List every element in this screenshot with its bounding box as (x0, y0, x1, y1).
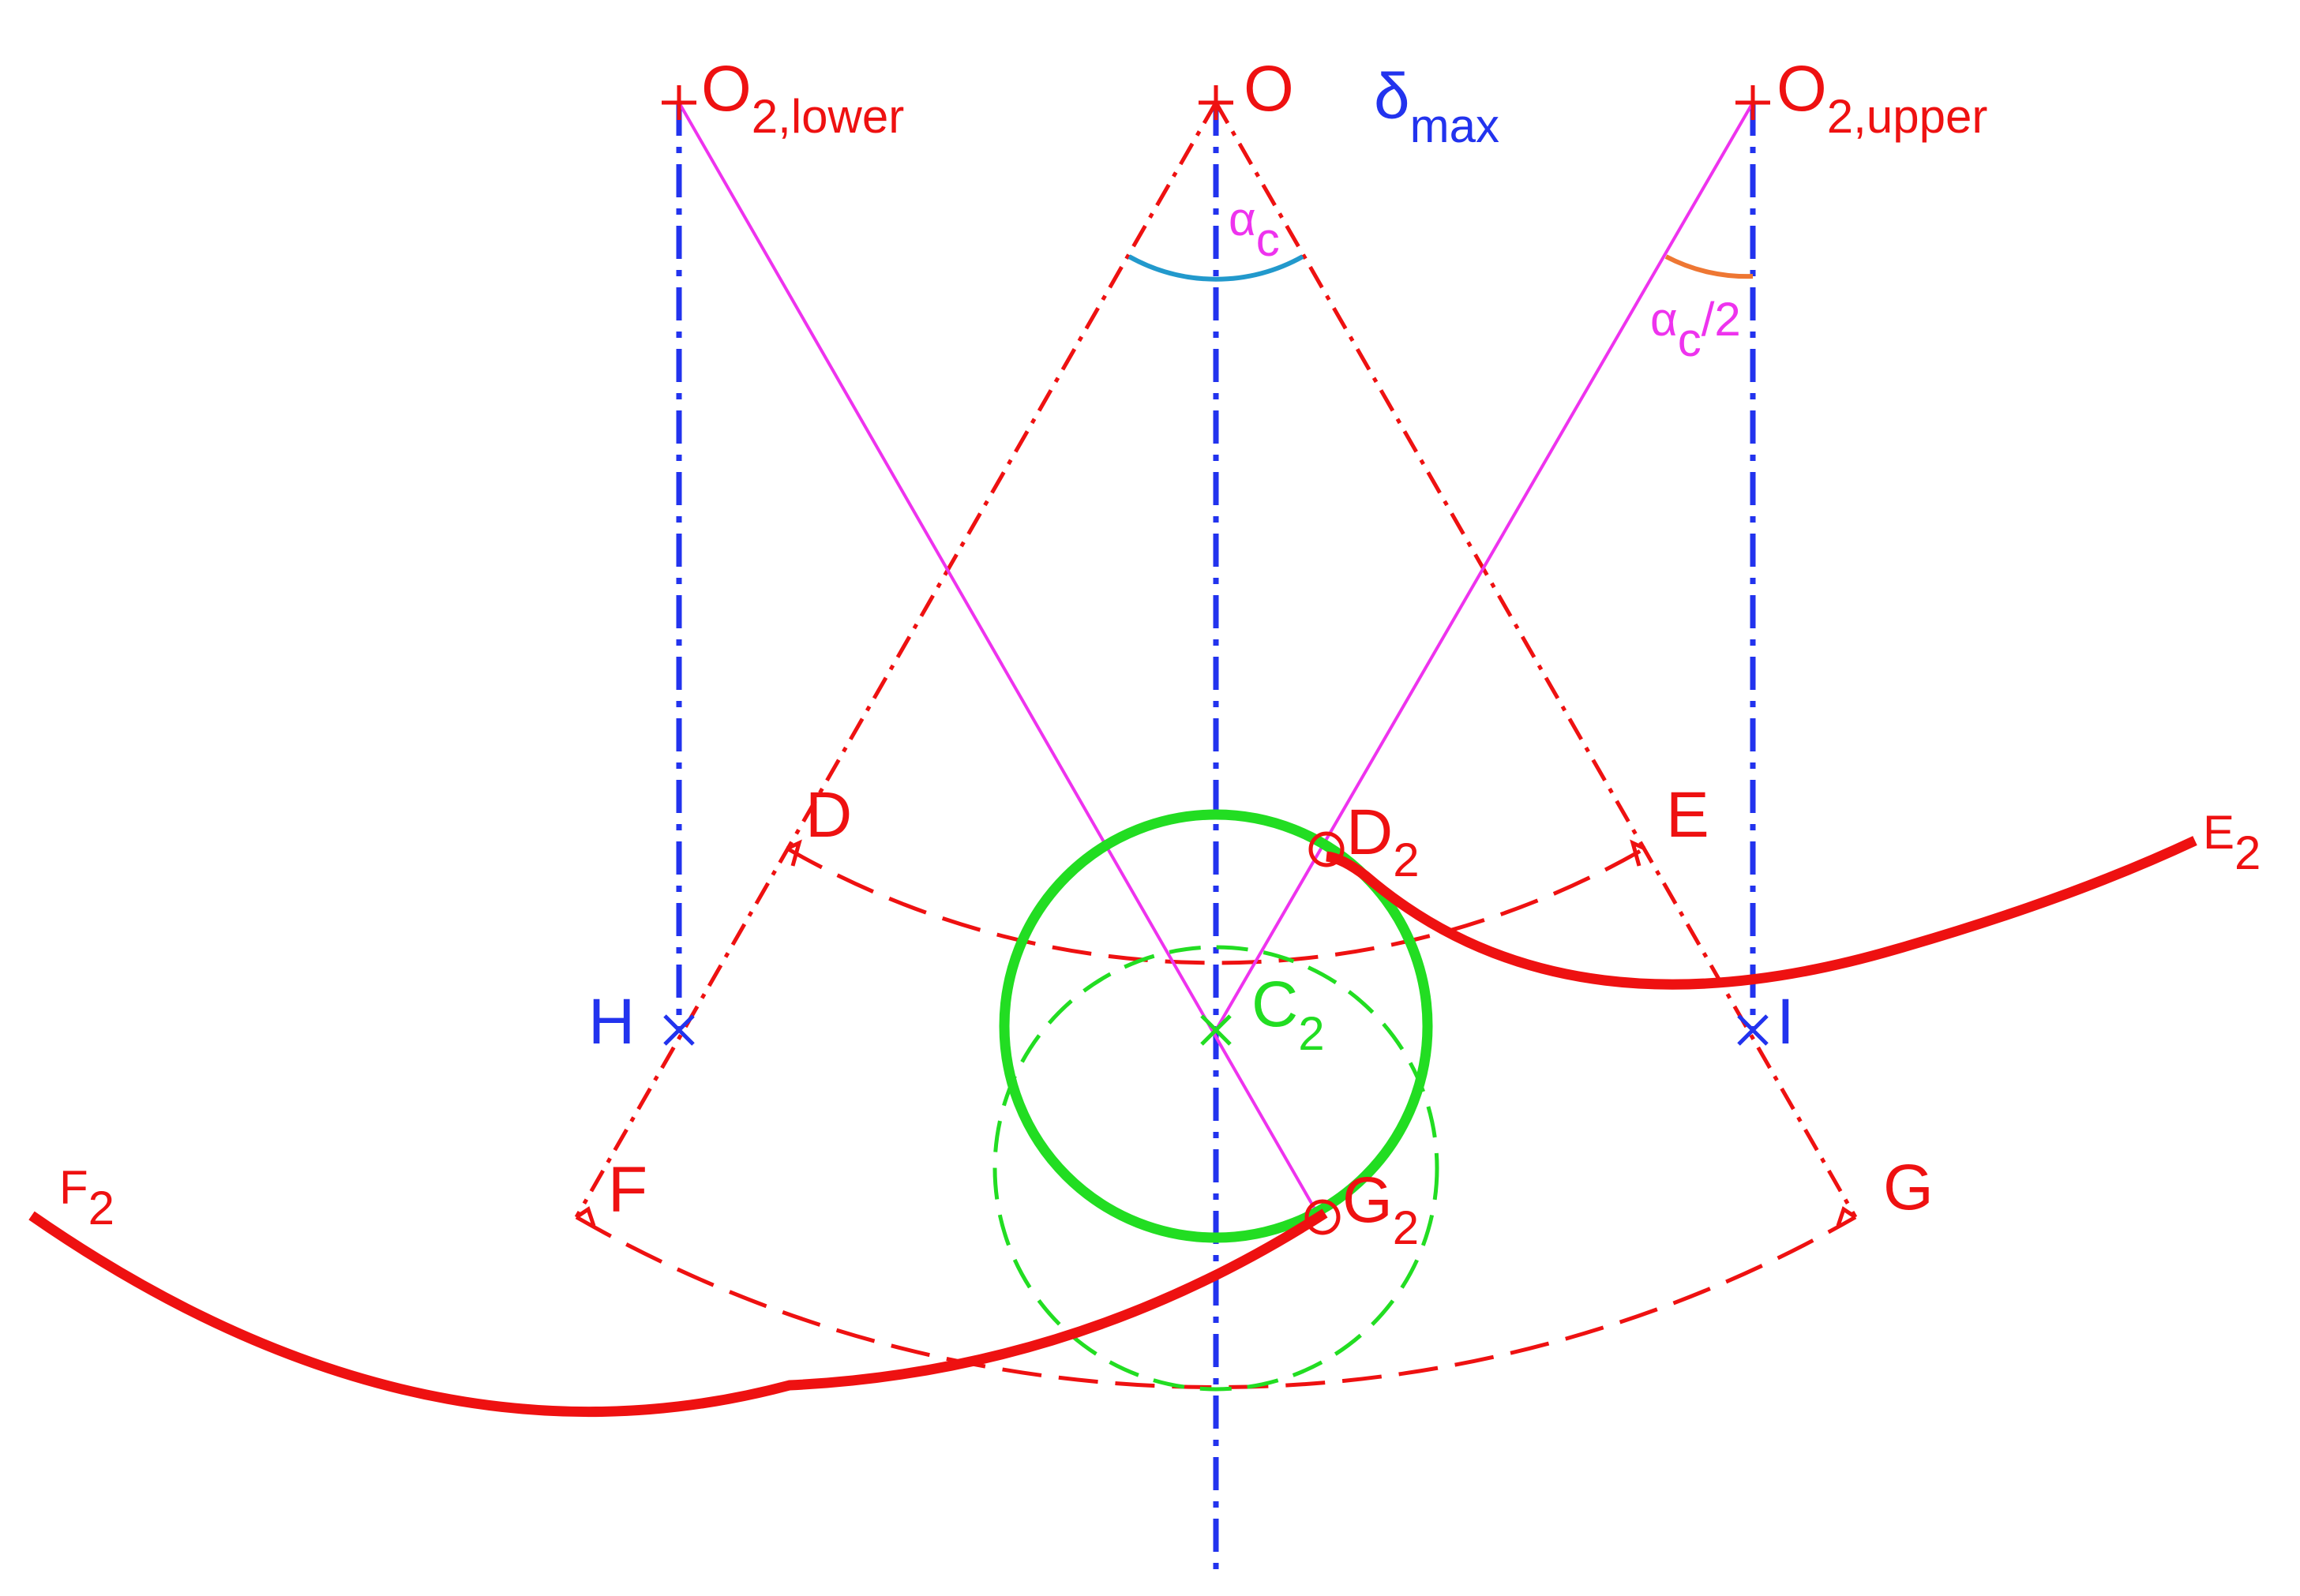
arc-d-e (786, 846, 1646, 965)
cross-marker-c2 (1200, 1014, 1232, 1046)
circle-c2-dashed (992, 945, 1439, 1392)
cross-marker-i (1737, 1014, 1769, 1046)
label-o2-upper: O2,upper (1777, 53, 1987, 143)
corner-mark-e (1630, 839, 1646, 867)
angle-arc-alpha-half (1664, 254, 1754, 279)
angle-arc-alpha-c (1127, 254, 1304, 282)
label-e2: E2 (2203, 806, 2261, 879)
label-c2: C2 (1251, 968, 1325, 1060)
label-f2: F2 (59, 1161, 114, 1234)
ray-o-to-f (574, 101, 1218, 1219)
label-f: F (608, 1154, 647, 1226)
cross-marker-h (663, 1014, 695, 1046)
plus-marker-o2-lower (662, 85, 696, 120)
label-o: O (1244, 53, 1294, 125)
label-alpha-c: αc (1229, 193, 1280, 266)
curve-d2-e2 (1326, 836, 2197, 990)
curve-f2-g2 (28, 1208, 1328, 1418)
label-i: I (1777, 986, 1795, 1058)
circle-marker-g2 (1304, 1199, 1341, 1235)
corner-mark-d (786, 839, 802, 867)
corner-mark-g (1836, 1206, 1857, 1227)
label-alpha-c-half: αc/2 (1650, 293, 1741, 366)
label-e: E (1666, 779, 1709, 851)
line-o2lower-to-g2 (677, 102, 1320, 1216)
label-h: H (588, 986, 635, 1058)
line-o2upper-to-c2 (1214, 101, 1754, 1032)
label-g: G (1883, 1152, 1934, 1223)
label-d2: D2 (1346, 796, 1420, 886)
label-d: D (805, 779, 852, 851)
label-o2-lower: O2,lower (701, 53, 904, 143)
plus-marker-o (1199, 85, 1233, 120)
arc-f-g (575, 1215, 1857, 1389)
label-delta-max: δmax (1374, 61, 1499, 152)
corner-mark-f (575, 1206, 596, 1227)
label-g2: G2 (1342, 1164, 1419, 1254)
plus-marker-o2-upper (1735, 85, 1770, 120)
circle-marker-d2 (1308, 831, 1345, 867)
circle-c2-solid (999, 809, 1433, 1243)
